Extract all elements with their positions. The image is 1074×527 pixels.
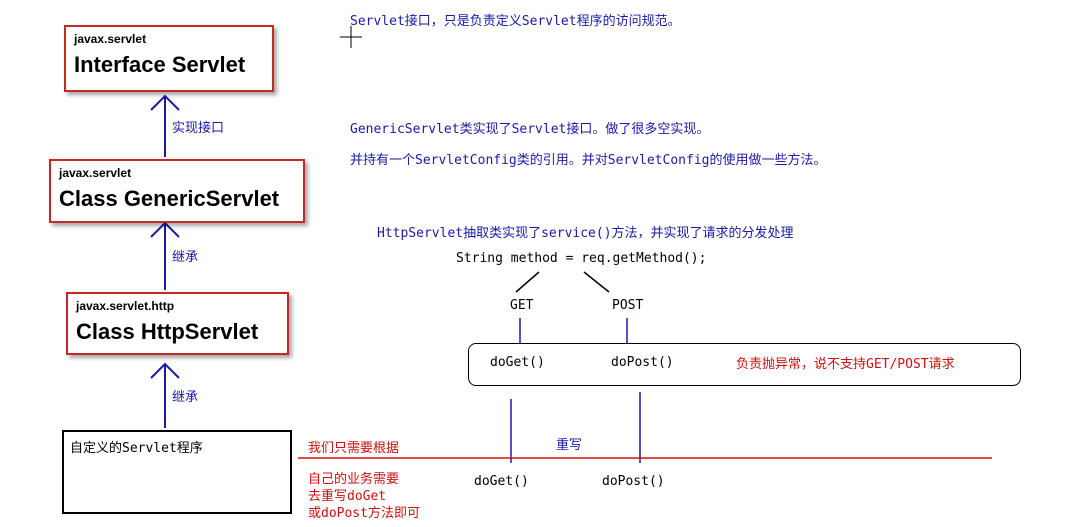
generic-note-line1: GenericServlet类实现了Servlet接口。做了很多空实现。 — [350, 122, 710, 137]
post-label: POST — [612, 298, 644, 313]
http-servlet-box: javax.servlet.http Class HttpServlet — [66, 292, 289, 355]
custom-servlet-box: 自定义的Servlet程序 — [62, 430, 292, 514]
generic-class-name: Class GenericServlet — [59, 186, 280, 211]
post-branch-line — [583, 271, 610, 293]
extends-arrow-custom — [150, 362, 180, 428]
http-class-name: Class HttpServlet — [76, 319, 259, 344]
generic-note-line2: 并持有一个ServletConfig类的引用。并对ServletConfig的使… — [350, 153, 827, 168]
custom-note-line1: 我们只需要根据 — [308, 441, 400, 456]
http-package: javax.servlet.http — [76, 299, 175, 313]
custom-note-line2: 自己的业务需要 — [308, 472, 400, 487]
generic-package: javax.servlet — [59, 166, 132, 180]
exception-note: 负责抛异常，说不支持GET/POST请求 — [736, 357, 955, 372]
dopost-default: doPost() — [611, 355, 674, 370]
custom-servlet-label: 自定义的Servlet程序 — [70, 441, 203, 456]
servlet-package: javax.servlet — [74, 32, 147, 46]
doget-override: doGet() — [474, 474, 529, 489]
get-branch-line — [515, 271, 540, 293]
implements-label: 实现接口 — [172, 121, 225, 136]
http-note: HttpServlet抽取类实现了service()方法，并实现了请求的分发处理 — [377, 226, 794, 241]
extends-label-http: 继承 — [172, 250, 199, 265]
servlet-note: Servlet接口，只是负责定义Servlet程序的访问规范。 — [350, 14, 681, 29]
override-label: 重写 — [556, 438, 583, 453]
extends-label-custom: 继承 — [172, 390, 199, 405]
custom-note-line3: 去重写doGet — [308, 489, 387, 504]
get-method-code: String method = req.getMethod(); — [456, 251, 707, 266]
crosshair-cursor-icon — [340, 26, 362, 48]
generic-servlet-box: javax.servlet Class GenericServlet — [49, 159, 305, 223]
interface-servlet-box: javax.servlet Interface Servlet — [64, 25, 274, 92]
implements-arrow — [150, 94, 180, 157]
get-label: GET — [510, 298, 534, 313]
doget-default: doGet() — [490, 355, 545, 370]
servlet-class-name: Interface Servlet — [74, 52, 246, 77]
custom-note-line4: 或doPost方法即可 — [308, 506, 420, 521]
dopost-override: doPost() — [602, 474, 665, 489]
extends-arrow-http — [150, 221, 180, 290]
default-methods-box — [468, 343, 1021, 386]
